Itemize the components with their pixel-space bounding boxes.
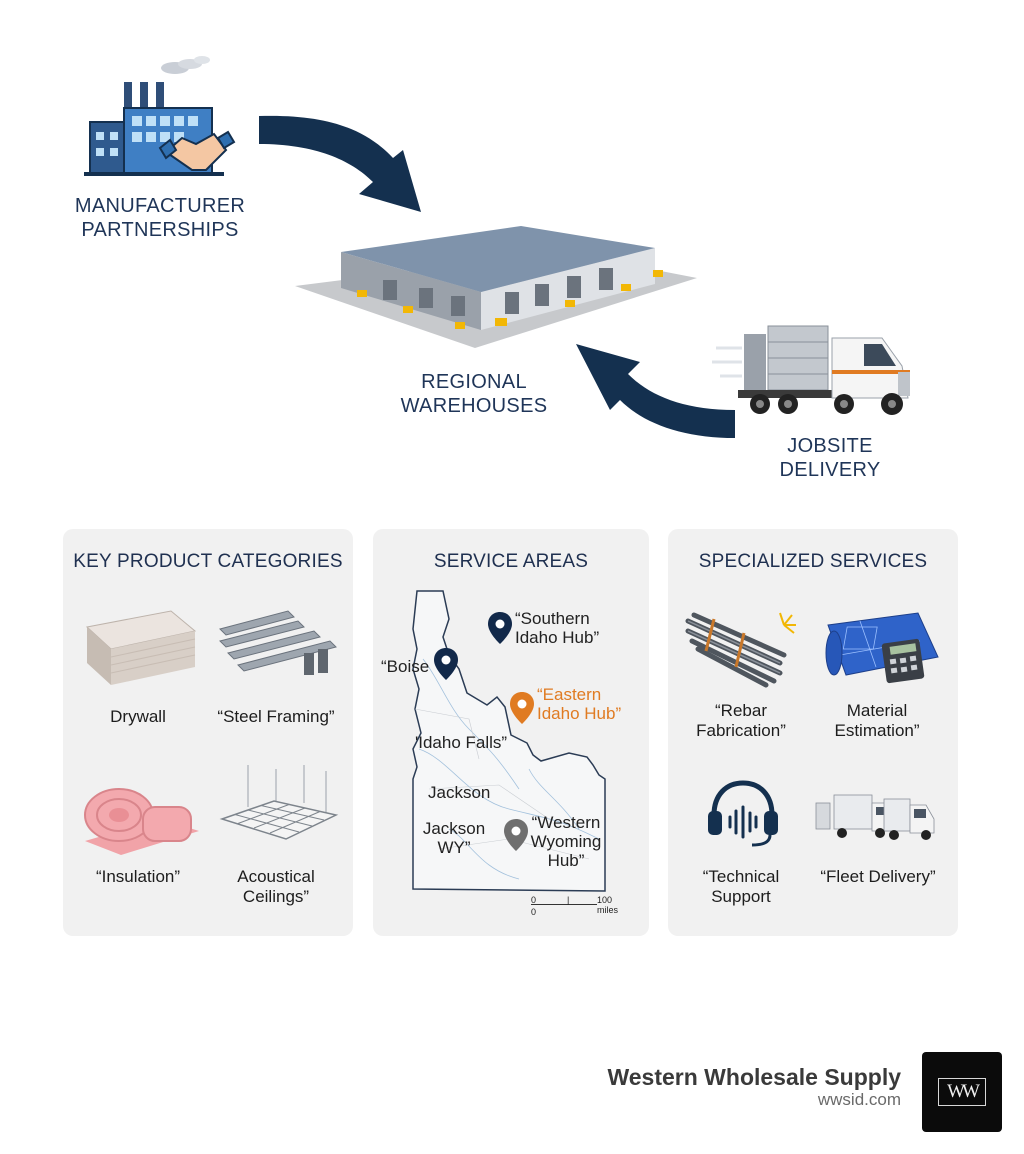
acoustical-ceiling-icon — [219, 765, 339, 840]
factory-handshake-icon — [84, 56, 236, 176]
key-product-categories-panel: KEY PRODUCT CATEGORIES Drywall “Steel Fr… — [63, 529, 353, 936]
map-label-eastern-idaho-hub: “Eastern Idaho Hub” — [537, 685, 622, 723]
insulation-icon — [84, 788, 199, 855]
panel-title: KEY PRODUCT CATEGORIES — [73, 551, 343, 572]
product-label-acoustical-ceilings: Acoustical Ceilings” — [237, 867, 315, 906]
brand-logo-frame — [938, 1078, 986, 1106]
map-label-jackson: Jackson — [428, 783, 491, 802]
manufacturer-partnerships-label: MANUFACTURER PARTNERSHIPS — [74, 195, 246, 241]
pin-western-wyoming-hub — [504, 819, 528, 851]
product-label-insulation: “Insulation” — [95, 867, 181, 886]
fleet-trucks-icon — [815, 794, 935, 840]
pin-boise — [434, 648, 458, 680]
steel-framing-icon — [219, 610, 337, 675]
map-label-jackson-wy: Jackson WY” — [422, 819, 486, 857]
specialized-services-panel: SPECIALIZED SERVICES “Rebar Fabrication”… — [668, 529, 958, 936]
service-label-rebar-fabrication: “Rebar Fabrication” — [696, 701, 786, 740]
jobsite-delivery-label: JOBSITE DELIVERY — [779, 435, 881, 481]
flow-arrow-up-left — [576, 344, 735, 438]
product-label-steel-framing: “Steel Framing” — [217, 707, 335, 726]
service-label-fleet-delivery: “Fleet Delivery” — [820, 867, 936, 886]
headset-icon — [708, 780, 778, 847]
brand-logo: WW — [922, 1052, 1002, 1132]
drywall-icon — [85, 610, 197, 685]
flow-diagram: MANUFACTURER PARTNERSHIPS REGIONAL WAREH — [0, 0, 1024, 500]
map-label-boise: “Boise — [381, 657, 430, 676]
map-label-southern-idaho-hub: “Southern Idaho Hub” — [515, 609, 600, 647]
rebar-icon — [685, 612, 796, 688]
panel-title: SERVICE AREAS — [433, 551, 589, 572]
pin-eastern-idaho-hub — [510, 692, 534, 724]
brand-logo-text: WW — [947, 1081, 980, 1102]
regional-warehouses-label: REGIONAL WAREHOUSES — [400, 371, 548, 417]
product-label-drywall: Drywall — [110, 707, 166, 726]
blueprint-calculator-icon — [825, 612, 939, 684]
map-label-idaho-falls: 'Idaho Falls” — [415, 733, 508, 752]
panel-title: SPECIALIZED SERVICES — [698, 551, 928, 572]
flow-arrow-down-right — [259, 115, 421, 212]
service-label-technical-support: “Technical Support — [702, 867, 780, 906]
map-label-western-wyoming-hub: “Western Wyoming Hub” — [530, 813, 602, 870]
brand-name: Western Wholesale Supply — [607, 1064, 901, 1090]
brand-url[interactable]: wwsid.com — [817, 1090, 901, 1109]
pin-southern-idaho-hub — [488, 612, 512, 644]
warehouse-icon — [295, 226, 697, 348]
service-label-material-estimation: Material Estimation” — [834, 701, 920, 740]
service-areas-panel: SERVICE AREAS “Southern Idaho Hub” “Bois… — [373, 529, 649, 936]
flatbed-truck-icon — [712, 325, 910, 415]
map-scale-bar: 0 | 100 miles 0 — [531, 895, 619, 917]
service-area-map — [412, 590, 606, 892]
